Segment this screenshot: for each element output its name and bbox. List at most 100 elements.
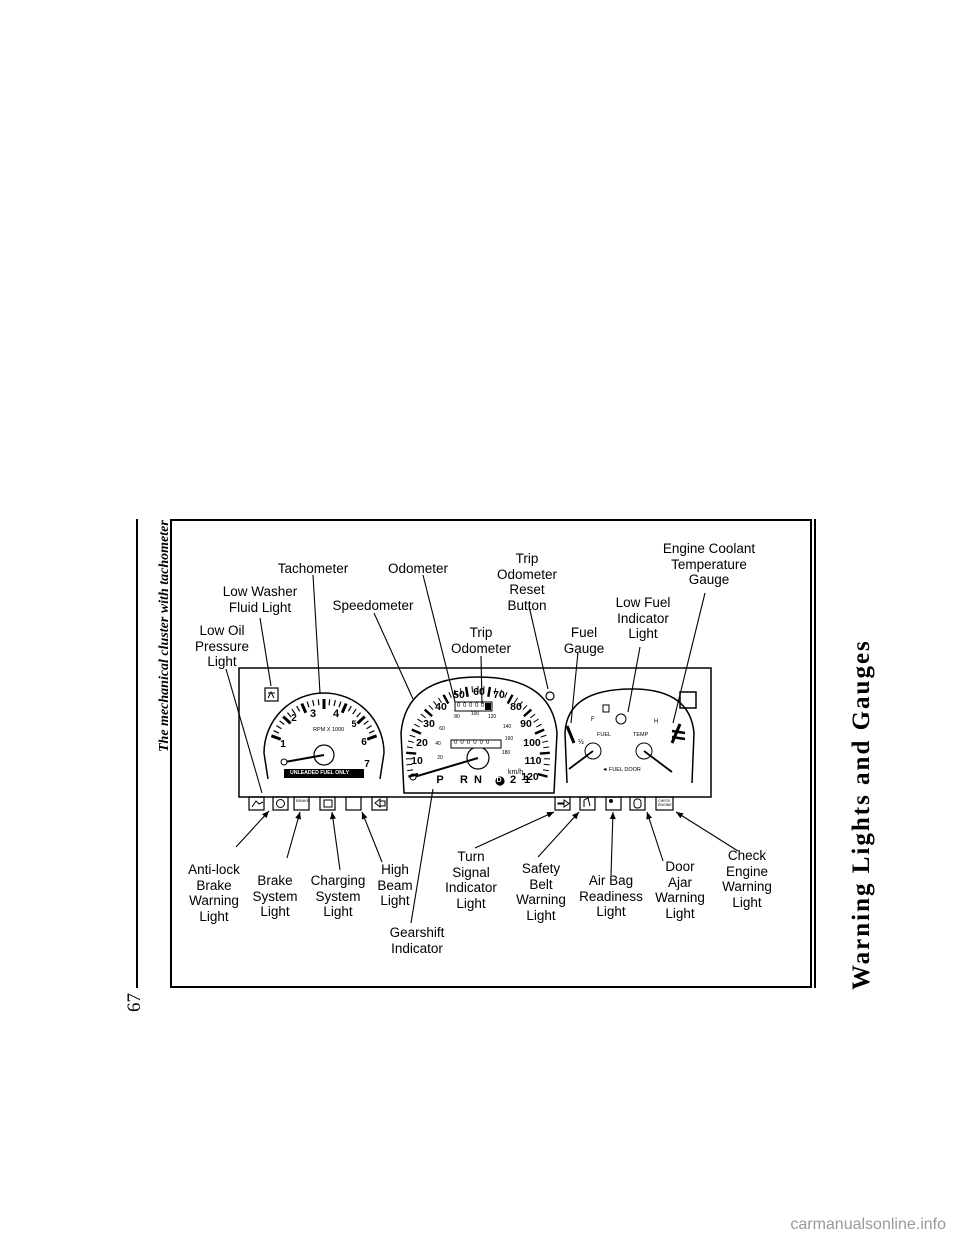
speedo-tick: [487, 686, 492, 698]
oil-glyph: [251, 800, 264, 808]
mph-number-10: 10: [411, 755, 423, 767]
right-lamp-row: [554, 796, 674, 811]
right-arrow-glyph: [557, 799, 570, 808]
tachometer-callout: Tachometer: [277, 561, 349, 576]
tach-tick: [306, 701, 310, 708]
speedo-tick: [406, 763, 413, 766]
check-engine-callout: Check Engine Warning Light: [722, 848, 772, 910]
arrowhead: [609, 812, 616, 820]
speedo-tick: [464, 686, 469, 698]
kmh-number-100: 100: [470, 711, 480, 717]
low-fuel-callout: Low Fuel Indicator Light: [615, 595, 671, 641]
arrowhead: [262, 811, 269, 819]
trip-odometer-callout: Trip Odometer: [450, 625, 512, 656]
top-right-indicator: [679, 691, 697, 709]
safety-belt-lamp: [579, 796, 596, 811]
kmh-number-140: 140: [502, 724, 512, 730]
page-number: 67: [124, 993, 145, 1012]
speedo-tick: [506, 694, 514, 705]
unleaded-fuel-plate: [284, 769, 364, 778]
tach-tick: [279, 720, 285, 726]
gearshift-callout: Gearshift Indicator: [389, 925, 445, 956]
speedo-tick: [542, 769, 549, 772]
speedo-tick: [411, 728, 422, 735]
tach-tick: [338, 701, 342, 708]
kmh-number-80: 80: [454, 714, 460, 720]
tach-number-4: 4: [332, 708, 340, 720]
speedo-tick: [518, 701, 523, 707]
kmh-number-180: 180: [501, 750, 511, 756]
tach-tick: [340, 702, 348, 714]
tach-tick: [333, 700, 336, 707]
speedo-tick: [536, 723, 542, 728]
tach-tick: [291, 708, 296, 715]
low-fuel-lamp: [615, 713, 627, 725]
mph-number-80: 80: [510, 701, 522, 713]
leader-arrowheads: [262, 811, 684, 820]
watermark: carmanualsonline.info: [790, 1216, 946, 1233]
arrowhead: [329, 812, 336, 820]
speedo-tick: [417, 718, 423, 723]
check-engine-lamp: [655, 796, 674, 811]
gear-n: N: [474, 774, 482, 786]
charging-lamp: [319, 796, 336, 811]
arrowhead: [546, 812, 554, 818]
turn-signal-lamp: [371, 796, 388, 811]
mph-number-120: 120: [521, 771, 539, 783]
odometer-callout: Odometer: [387, 561, 449, 576]
speedometer-gauge: [400, 676, 558, 794]
antilock-lamp: [248, 796, 265, 811]
right-margin-rule: [814, 519, 816, 988]
arrowhead: [295, 812, 301, 820]
temp-hot-mark: H: [654, 719, 659, 725]
check-engine-lamp-text: CHECK ENGINE: [658, 799, 672, 807]
odometer-digits: 0 0 0 0 0: [457, 703, 485, 709]
speedo-tick: [493, 688, 497, 695]
mph-number-110: 110: [524, 755, 542, 767]
high-beam-callout: High Beam Light: [377, 862, 413, 908]
speedo-tick: [523, 708, 533, 718]
speedo-needle: [413, 757, 479, 778]
speedo-tick: [543, 746, 550, 749]
low-washer-callout: Low Washer Fluid Light: [222, 584, 298, 615]
turn-right-lamp: [554, 796, 571, 811]
speedo-tick: [542, 740, 549, 743]
charging-callout: Charging System Light: [310, 873, 366, 919]
speedo-tick: [428, 704, 434, 711]
tach-tick: [270, 734, 282, 741]
speedo-tick: [543, 763, 550, 766]
mph-number-70: 70: [493, 689, 505, 701]
tach-tick: [363, 720, 369, 726]
airbag-glyph: [609, 799, 613, 803]
tach-number-3: 3: [309, 708, 317, 720]
speedo-tick: [522, 704, 528, 711]
speedo-tick: [513, 697, 519, 704]
arrowhead: [572, 812, 579, 820]
mph-number-40: 40: [435, 701, 447, 713]
speedo-tick: [537, 772, 548, 778]
speedo-tick: [437, 697, 443, 704]
speedo-tick: [406, 751, 417, 755]
tach-tick: [276, 725, 282, 730]
speedo-tick: [530, 713, 536, 719]
door-glyph: [633, 798, 642, 809]
speedo-tick: [539, 751, 550, 755]
tach-tick: [312, 700, 315, 707]
battery-glyph: [323, 799, 333, 808]
coolant-callout: Engine Coolant Temperature Gauge: [662, 541, 756, 587]
tach-needle: [284, 754, 325, 763]
brake-lamp: [293, 796, 310, 811]
fuel-pump-glyph: [602, 704, 610, 713]
tach-number-7: 7: [364, 759, 370, 770]
mph-number-30: 30: [423, 718, 435, 730]
kmh-number-20: 20: [437, 755, 443, 761]
kmh-number-120: 120: [487, 714, 497, 720]
gear-2: 2: [509, 774, 517, 786]
trip-odometer-window: [450, 739, 502, 749]
trip-reset-callout: Trip Odometer Reset Button: [496, 551, 558, 613]
tachometer-gauge: [263, 692, 385, 780]
cluster-figure: Tachometer Odometer Trip Odometer Reset …: [170, 519, 812, 988]
page-title: Warning Lights and Gauges: [848, 639, 875, 990]
air-bag-callout: Air Bag Readiness Light: [579, 873, 643, 919]
tach-number-2: 2: [291, 713, 297, 724]
